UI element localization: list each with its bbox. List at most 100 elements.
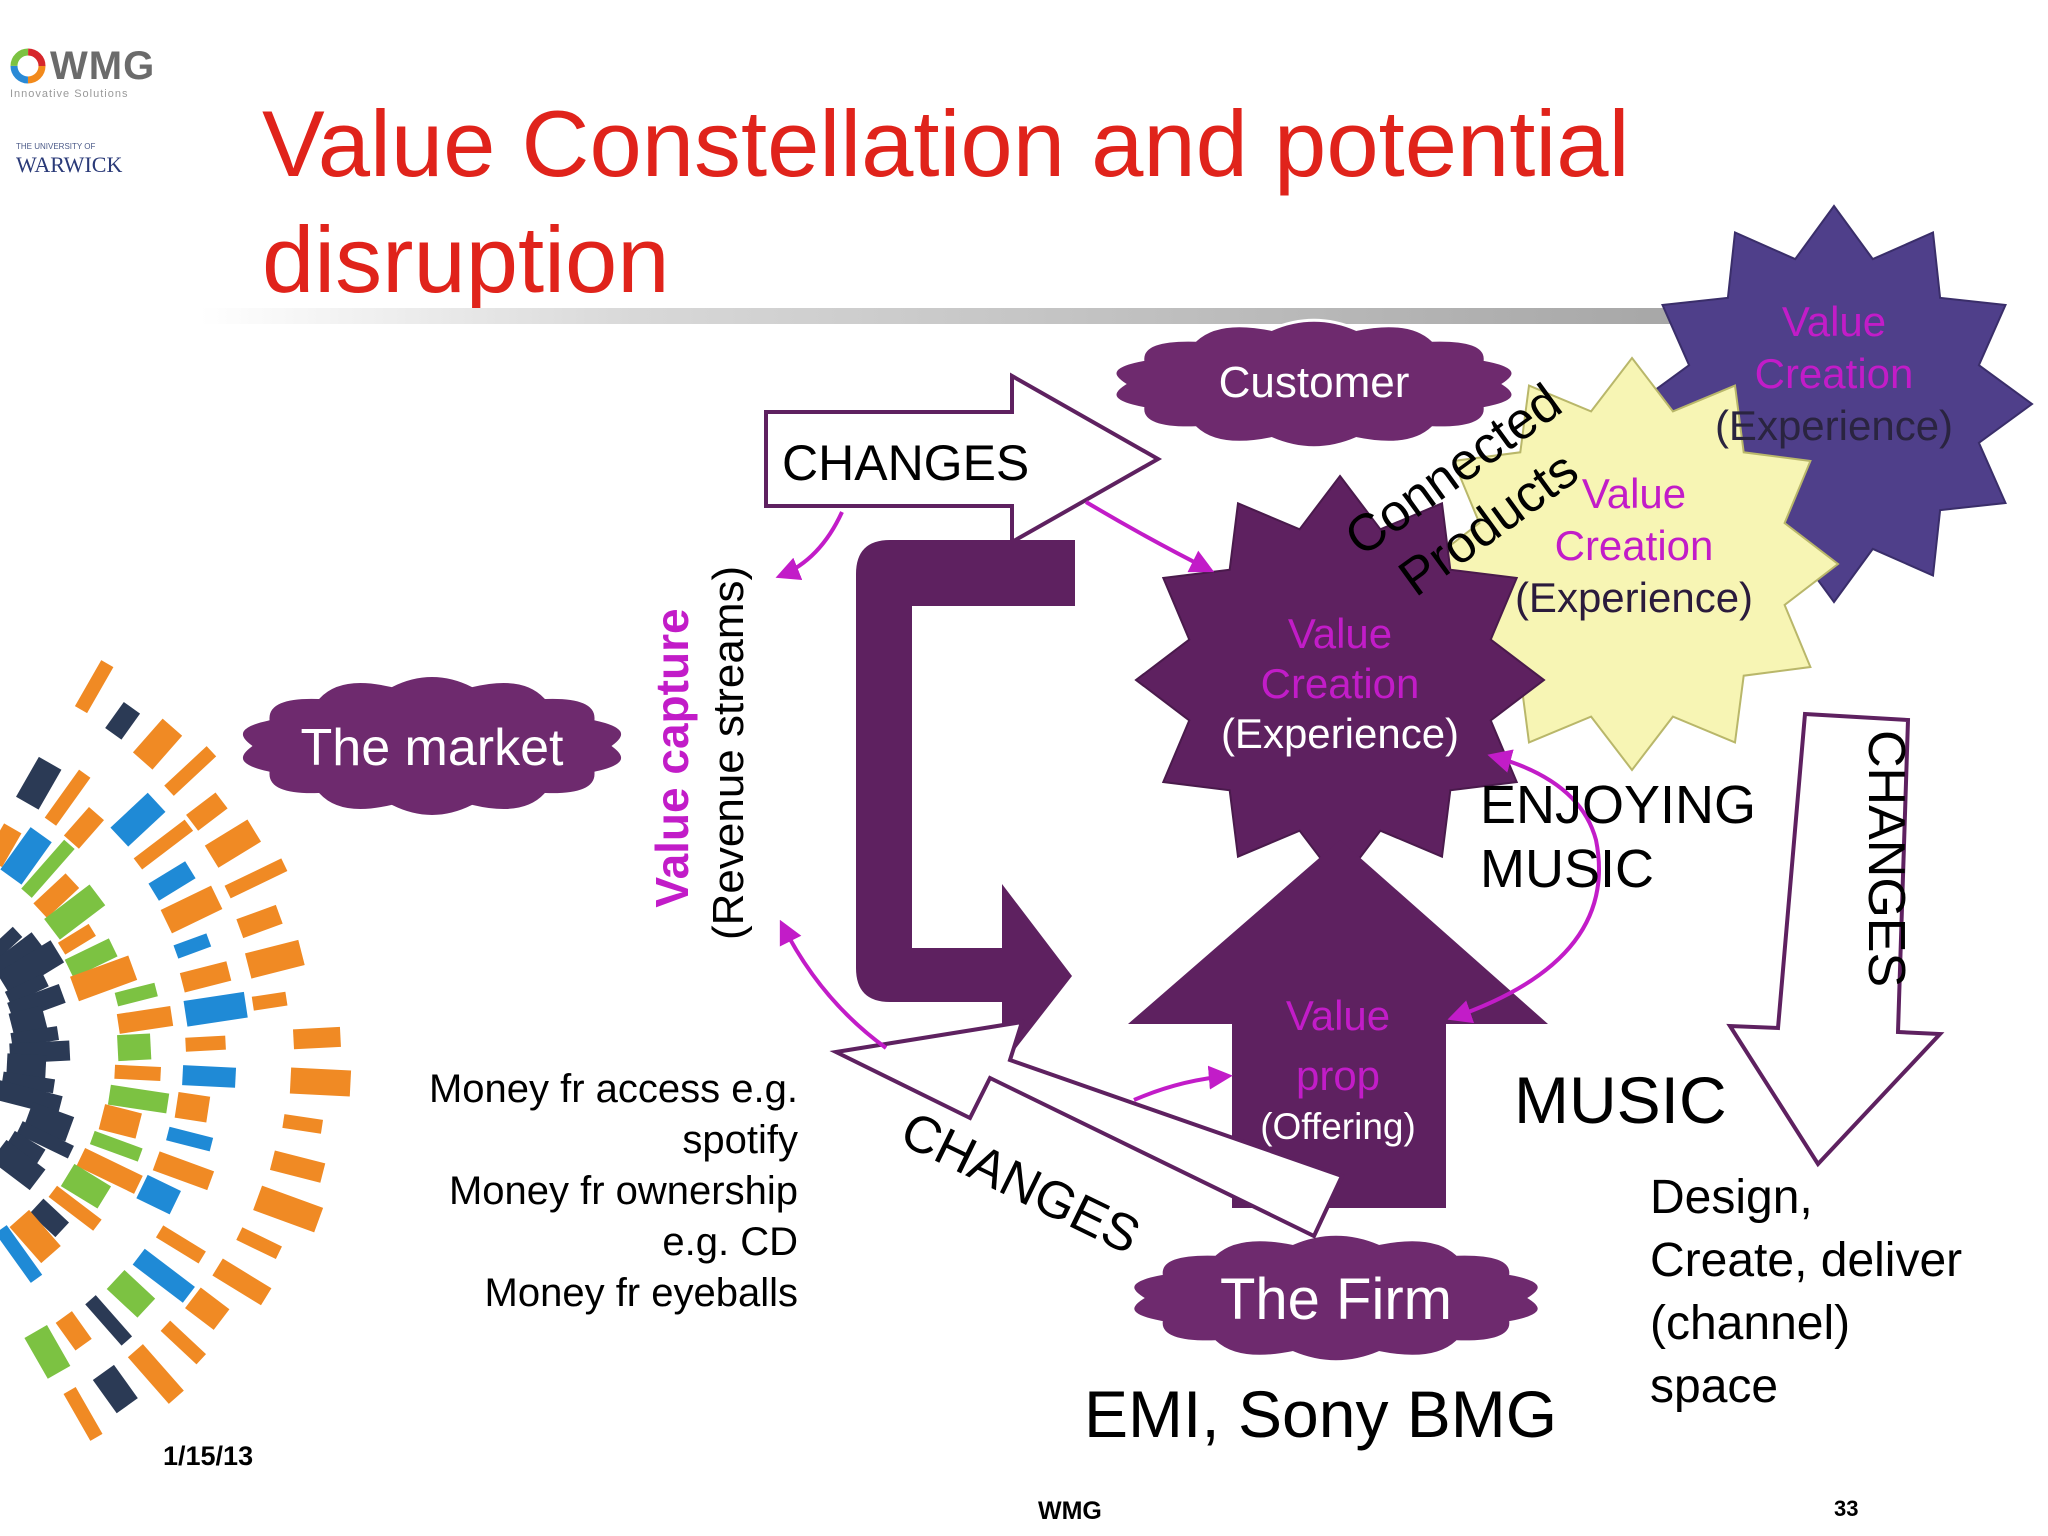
music-big-label: MUSIC xyxy=(1514,1063,1727,1137)
burst-segment xyxy=(204,819,262,868)
value-creation-yellow-line3: (Experience) xyxy=(1514,574,1754,621)
burst-segment xyxy=(289,1067,352,1097)
burst-segment xyxy=(4,1130,46,1167)
burst-segment xyxy=(55,1311,92,1351)
firm-cloud xyxy=(1131,1232,1541,1364)
burst-segment xyxy=(166,1126,214,1152)
burst-segment xyxy=(74,660,114,714)
university-small-text: THE UNIVERSITY OF xyxy=(16,142,96,151)
burst-segment xyxy=(117,1033,152,1062)
value-creation-blue-line2: Creation xyxy=(1754,350,1914,397)
burst-segment xyxy=(0,932,44,979)
wmg-logo-text: WMG xyxy=(50,44,156,88)
burst-segment xyxy=(57,923,96,955)
burst-segment xyxy=(63,806,104,849)
burst-segment xyxy=(29,1198,70,1238)
value-creation-yellow-star xyxy=(1424,356,1840,772)
value-creation-yellow-line1: Value xyxy=(1581,470,1687,517)
money-line: e.g. CD xyxy=(662,1220,798,1264)
firm-label: The Firm xyxy=(1220,1267,1452,1332)
burst-segment xyxy=(92,1364,138,1414)
connector-changes-to-prop xyxy=(1133,1065,1233,1102)
burst-segment xyxy=(4,973,49,1005)
connector-enjoying-music xyxy=(1447,749,1601,1024)
customer-label: Customer xyxy=(1218,358,1410,407)
burst-segment xyxy=(282,1114,324,1134)
burst-segment xyxy=(185,1035,226,1052)
value-prop-line2: prop xyxy=(1295,1052,1381,1099)
value-creation-blue-line1: Value xyxy=(1781,298,1887,345)
burst-segment xyxy=(155,1225,206,1264)
emi-label: EMI, Sony BMG xyxy=(1084,1377,1558,1451)
value-creation-blue-line3: (Experience) xyxy=(1714,402,1954,449)
burst-segment xyxy=(44,884,106,940)
value-prop-arrow xyxy=(1128,840,1548,1208)
changes-right-label: CHANGES xyxy=(1857,730,1915,988)
burst-segment xyxy=(105,701,141,740)
enjoying-label: ENJOYING xyxy=(1480,775,1757,835)
slide-date: 1/15/13 xyxy=(163,1441,254,1471)
burst-segment xyxy=(253,1185,324,1233)
burst-segment xyxy=(24,1325,71,1379)
burst-segment xyxy=(9,1209,61,1264)
burst-segment xyxy=(127,1344,184,1404)
burst-segment xyxy=(85,1295,133,1346)
money-list: Money fr access e.g. spotify Money fr ow… xyxy=(378,1064,798,1319)
money-line: spotify xyxy=(682,1118,798,1162)
burst-segment xyxy=(186,792,228,831)
burst-segment xyxy=(236,904,283,939)
title-line-1: Value Constellation and potential xyxy=(262,91,1630,196)
value-creation-yellow-line2: Creation xyxy=(1554,522,1714,569)
burst-segment xyxy=(70,955,138,1002)
burst-segment xyxy=(251,991,288,1011)
burst-segment xyxy=(33,873,80,919)
money-line: Money fr access e.g. xyxy=(428,1067,798,1111)
burst-segment xyxy=(0,827,52,885)
burst-segment xyxy=(244,939,305,979)
burst-segment xyxy=(64,938,118,978)
changes-top-arrow xyxy=(764,372,1163,546)
burst-segment xyxy=(116,1006,174,1034)
burst-segment xyxy=(23,1101,75,1142)
burst-segment xyxy=(106,1269,156,1318)
design-line: Create, deliver xyxy=(1650,1234,1963,1287)
value-capture-title: Value capture xyxy=(646,608,698,908)
burst-segment xyxy=(0,940,65,996)
burst-segment xyxy=(114,1064,161,1082)
burst-segment xyxy=(269,1150,326,1183)
burst-segment xyxy=(0,1225,43,1283)
burst-segment xyxy=(16,756,62,810)
page-title: Value Constellation and potential disrup… xyxy=(262,86,1762,318)
burst-segment xyxy=(63,1387,103,1441)
wmg-logo xyxy=(8,46,48,91)
value-creation-main-line3: (Experience) xyxy=(1220,710,1460,757)
value-creation-main-line1: Value xyxy=(1287,610,1393,657)
changes-bottom-arrow xyxy=(829,1019,1345,1239)
revenue-streams-label: (Revenue streams) xyxy=(704,565,753,940)
warwick-logo-text: WARWICK xyxy=(16,152,123,177)
value-capture-label: Value capture (Revenue streams) xyxy=(644,565,758,940)
burst-segment xyxy=(0,823,22,868)
connector-changes-to-capture xyxy=(775,511,844,581)
design-line: space xyxy=(1650,1360,1779,1413)
burst-segment xyxy=(110,792,166,847)
burst-segment xyxy=(164,746,217,796)
burst-segment xyxy=(89,1130,143,1162)
wmg-logo-tagline: Innovative Solutions xyxy=(10,88,129,100)
changes-right-arrow xyxy=(1726,711,1945,1168)
design-line: Design, xyxy=(1650,1171,1813,1224)
customer-cloud xyxy=(1113,318,1515,450)
burst-segment xyxy=(179,961,232,993)
burst-segment xyxy=(16,1121,74,1159)
title-rule xyxy=(200,308,1945,324)
burst-segment xyxy=(0,926,23,963)
burst-segment xyxy=(148,861,196,901)
burst-segment xyxy=(173,933,212,959)
burst-segment xyxy=(136,1174,181,1215)
value-prop-line3: (Offering) xyxy=(1260,1106,1416,1147)
burst-segment xyxy=(160,1320,207,1365)
burst-segment xyxy=(21,839,75,898)
burst-segment xyxy=(224,858,288,899)
